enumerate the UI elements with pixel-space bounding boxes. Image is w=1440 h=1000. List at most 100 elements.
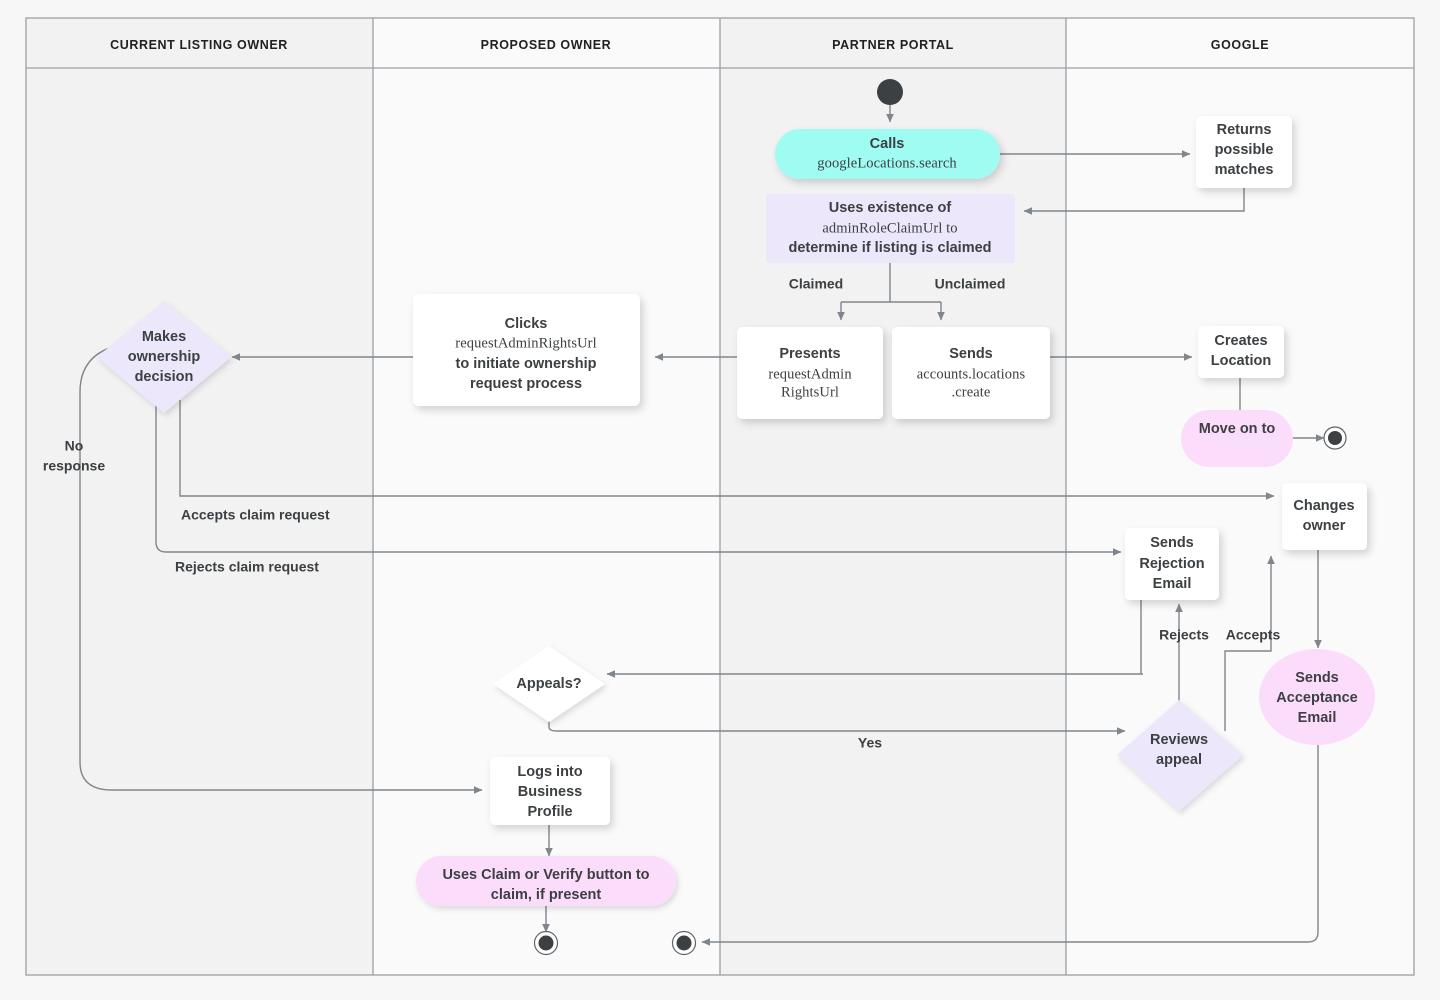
node-line-1: Uses existence of [829, 200, 952, 216]
node-uses-existence-of-adminroleclaimurl[interactable]: Uses existence of adminRoleClaimUrl to d… [766, 194, 1015, 263]
edge-decision-rejects-to-rejection-email [155, 381, 1122, 556]
edge-decision-accepts-to-changes-owner [179, 400, 1275, 500]
edge-label-no-response-line-2: response [43, 458, 105, 474]
claim-decision-labels: No response Accepts claim request Reject… [43, 438, 330, 575]
edge-label-claimed: Claimed [789, 276, 843, 292]
node-line-1: Calls [870, 136, 905, 152]
edge-label-no-response-line-1: No [65, 438, 84, 454]
node-line-1: Presents [779, 346, 840, 362]
node-shape [490, 757, 610, 825]
node-reviews-appeal[interactable]: Reviews appeal [1117, 700, 1243, 811]
node-makes-ownership-decision[interactable]: Makes ownership decision [97, 301, 231, 413]
node-line-2: adminRoleClaimUrl to [822, 220, 957, 236]
node-line-2: owner [1303, 518, 1346, 534]
node-line-3: Profile [527, 804, 572, 820]
lane-title-partner-portal: PARTNER PORTAL [832, 38, 954, 52]
node-line-3: .create [952, 384, 991, 400]
end-node-proposed-owner [533, 930, 559, 956]
node-sends-rejection-email[interactable]: Sends Rejection Email [1125, 528, 1219, 600]
edge-appeals-yes-to-reviews-appeal [548, 712, 1126, 735]
edge-returns-to-uses [1023, 186, 1245, 215]
node-line-1: Changes [1293, 498, 1354, 514]
node-line-3: to initiate ownership [456, 356, 597, 372]
edge-label-accepts: Accepts [1226, 627, 1281, 643]
start-node-circle [877, 79, 903, 105]
node-line-1: Appeals? [516, 676, 581, 692]
node-shape [766, 194, 1015, 263]
node-changes-owner[interactable]: Changes owner [1282, 483, 1367, 550]
node-line-3: matches [1215, 162, 1274, 178]
node-line-2: ownership [128, 349, 201, 365]
node-line-2: requestAdminRightsUrl [455, 335, 596, 351]
node-shape [413, 294, 640, 406]
node-calls-google-locations-search[interactable]: Calls googleLocations.search [775, 129, 1000, 179]
edge-label-accepts-claim-request: Accepts claim request [181, 507, 330, 523]
node-shape [737, 327, 883, 419]
node-shape [1117, 700, 1243, 811]
lane-title-google: GOOGLE [1211, 38, 1269, 52]
node-line-2: claim, if present [491, 887, 602, 903]
edge-label-rejects-claim-request: Rejects claim request [175, 559, 319, 575]
node-line-2: appeal [1156, 752, 1202, 768]
node-shape [1196, 116, 1292, 188]
node-appeals[interactable]: Appeals? [493, 646, 605, 722]
node-presents-requestadminrightsurl[interactable]: Presents requestAdmin RightsUrl [737, 327, 883, 419]
end-node-google [1323, 426, 1347, 450]
node-shape [775, 129, 1000, 179]
flow-edges [79, 104, 1325, 946]
node-shape [892, 327, 1050, 419]
node-line-1: Reviews [1150, 732, 1208, 748]
node-line-3: RightsUrl [781, 384, 839, 400]
node-line-4: request process [470, 376, 582, 392]
node-returns-possible-matches[interactable]: Returns possible matches [1196, 116, 1292, 188]
node-line-2: Business [518, 784, 582, 800]
node-logs-into-business-profile[interactable]: Logs into Business Profile [490, 757, 610, 825]
edge-label-rejects: Rejects [1159, 627, 1209, 643]
node-shape [493, 646, 605, 722]
lane-title-proposed-owner: PROPOSED OWNER [481, 38, 612, 52]
node-line-2: Location [1211, 353, 1271, 369]
node-line-2: accounts.locations [917, 366, 1026, 382]
end-node-dot [538, 935, 554, 951]
node-line-1: Clicks [505, 316, 548, 332]
node-line-2: Acceptance [1276, 690, 1357, 706]
start-node [877, 79, 903, 105]
node-shape [1125, 528, 1219, 600]
edge-decision-no-response-to-logs-in [79, 343, 483, 794]
node-line-3: determine if listing is claimed [788, 240, 991, 256]
node-line-3: decision [135, 369, 194, 385]
edge-rejection-email-to-appeals [606, 600, 1143, 678]
end-node-dot [676, 935, 692, 951]
node-shape [1181, 410, 1293, 467]
node-line-1: Makes [142, 329, 186, 345]
node-shape [416, 856, 676, 906]
node-sends-acceptance-email[interactable]: Sends Acceptance Email [1259, 649, 1375, 745]
node-creates-location[interactable]: Creates Location [1198, 326, 1284, 378]
node-line-1: Move on to [1199, 421, 1276, 437]
node-line-1: Sends [1295, 670, 1339, 686]
node-move-on-to[interactable]: Move on to [1181, 410, 1293, 467]
edge-label-yes: Yes [858, 735, 882, 751]
node-line-2: Rejection [1139, 556, 1204, 572]
node-line-1: Creates [1214, 333, 1267, 349]
node-line-2: googleLocations.search [817, 155, 957, 171]
edge-acceptance-email-to-end [701, 734, 1319, 946]
node-sends-accounts-locations-create[interactable]: Sends accounts.locations .create [892, 327, 1050, 419]
lane-title-current-listing-owner: CURRENT LISTING OWNER [110, 38, 288, 52]
node-line-1: Returns [1217, 122, 1272, 138]
node-line-1: Sends [1150, 535, 1194, 551]
node-line-3: Email [1298, 710, 1337, 726]
node-shape [1198, 326, 1284, 378]
node-uses-claim-or-verify-button[interactable]: Uses Claim or Verify button to claim, if… [416, 856, 676, 906]
branch-labels: Claimed Unclaimed [789, 276, 1006, 292]
node-line-1: Logs into [517, 764, 582, 780]
end-node-partner-portal [671, 930, 697, 956]
node-line-2: possible [1215, 142, 1274, 158]
edge-label-unclaimed: Unclaimed [935, 276, 1006, 292]
appeal-decision-labels: Rejects Accepts Yes [858, 627, 1281, 751]
node-line-1: Uses Claim or Verify button to [442, 867, 649, 883]
node-clicks-requestadminrightsurl[interactable]: Clicks requestAdminRightsUrl to initiate… [413, 294, 640, 406]
end-node-dot [1328, 431, 1342, 445]
